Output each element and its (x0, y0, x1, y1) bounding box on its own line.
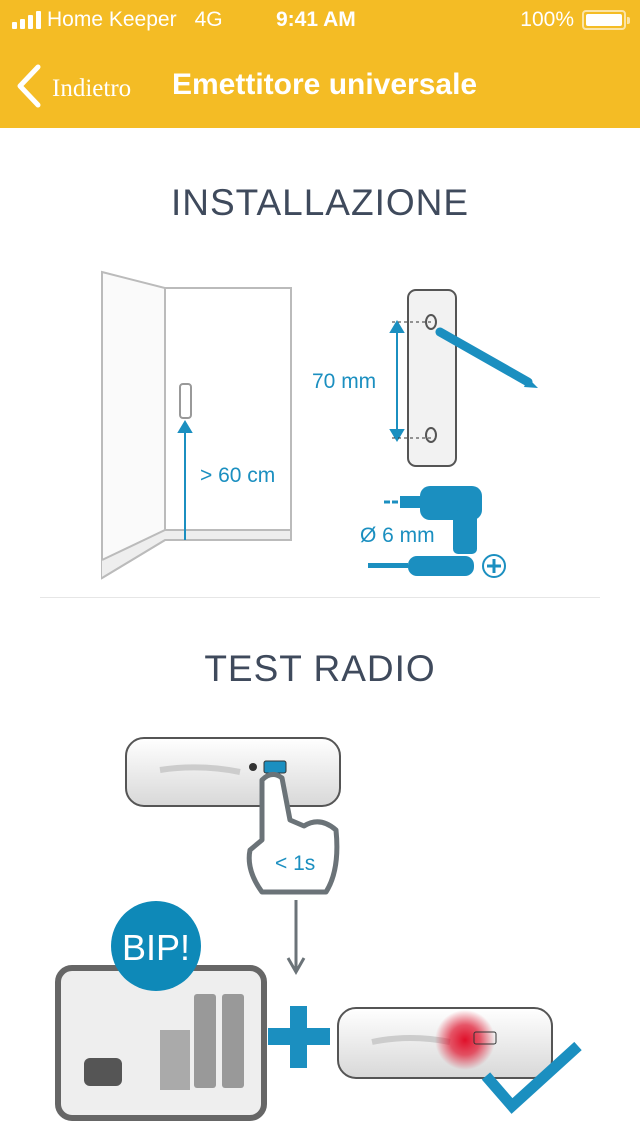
spacing-arrow (389, 320, 431, 442)
drill-label: Ø 6 mm (360, 524, 435, 547)
divider (40, 597, 600, 598)
carrier: Home Keeper (47, 8, 177, 31)
nav-bar: Indietro Emettitore universale (0, 60, 640, 110)
height-label: > 60 cm (200, 464, 275, 487)
header: Home Keeper 4G 9:41 AM 100% Indietro Eme… (0, 0, 640, 128)
installation-heading: INSTALLAZIONE (170, 182, 470, 223)
hand-press-icon (246, 772, 340, 895)
signal-icon (12, 11, 41, 29)
pencil-icon (435, 327, 538, 388)
battery-percent: 100% (520, 8, 574, 31)
test-radio-heading: TEST RADIO (204, 648, 436, 689)
drill-icon (384, 486, 482, 554)
emitter-backplate (407, 289, 457, 467)
door-illustration (101, 270, 292, 580)
chevron-left-icon (17, 64, 41, 108)
battery-icon (582, 10, 630, 30)
plus-screw-icon (482, 554, 506, 578)
network: 4G (194, 8, 223, 31)
spacing-label: 70 mm (312, 370, 376, 393)
page-title: Emettitore universale (172, 68, 478, 101)
emitter-device (125, 737, 341, 807)
screwdriver-icon (368, 556, 474, 576)
status-bar: Home Keeper 4G 9:41 AM 100% (0, 6, 640, 36)
down-arrow-icon (286, 900, 306, 976)
back-button[interactable]: Indietro (16, 64, 131, 108)
checkmark-icon (481, 1041, 582, 1114)
installation-illustration: > 60 cm 70 mm Ø 6 mm (101, 270, 538, 580)
beep-badge: BIP! (111, 901, 201, 991)
test-radio-illustration: < 1s BIP! (55, 737, 582, 1121)
beep-label: BIP! (122, 927, 190, 968)
height-arrow (177, 420, 193, 540)
back-label: Indietro (52, 75, 132, 102)
control-panel (55, 965, 267, 1121)
emitter-led-on (337, 1007, 553, 1079)
plus-icon (268, 1006, 330, 1068)
press-duration-label: < 1s (275, 852, 315, 875)
clock: 9:41 AM (276, 8, 356, 31)
